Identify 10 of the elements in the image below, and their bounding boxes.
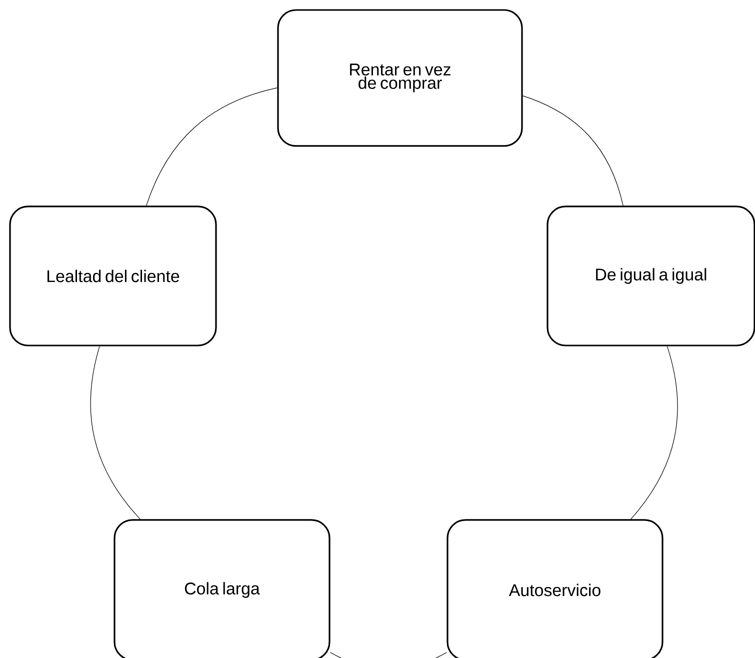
process-box: Autoservicio xyxy=(446,519,664,658)
connector-arc xyxy=(330,652,447,658)
connector-arc xyxy=(522,96,624,206)
process-box: Lealtad del cliente xyxy=(9,206,217,346)
connector-arc xyxy=(90,346,141,520)
process-box: De igual a igual xyxy=(546,206,755,346)
process-box: Rentar en vez de comprar xyxy=(277,9,523,147)
connector-arc xyxy=(146,88,278,206)
connector-arc xyxy=(630,346,678,520)
process-box: Cola larga xyxy=(114,519,330,658)
